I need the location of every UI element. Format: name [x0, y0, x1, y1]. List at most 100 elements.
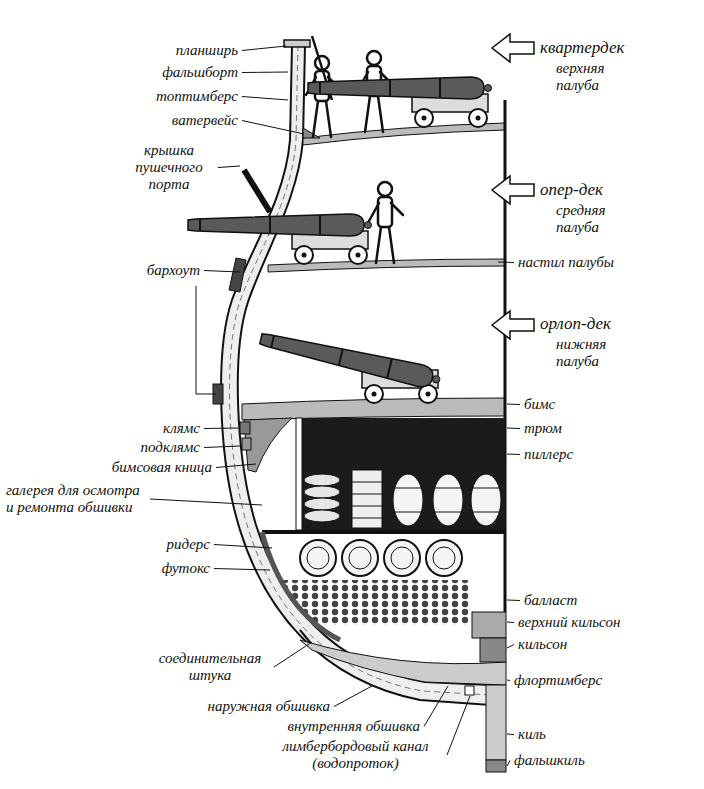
leader-line	[507, 454, 520, 456]
drawing-part	[307, 547, 329, 569]
drawing-part	[504, 100, 507, 612]
leader-line	[507, 404, 520, 406]
leader-line	[507, 680, 510, 682]
leader-line	[204, 271, 240, 273]
leader-line	[214, 545, 272, 549]
leader-line	[242, 46, 286, 51]
part-label: фальшборт	[162, 64, 238, 81]
drawing-part	[433, 474, 463, 526]
drawing-part	[262, 530, 505, 534]
part-label: топтимберс	[156, 88, 238, 105]
part-label: внутренняя обшивка	[287, 718, 420, 735]
leader-line	[507, 734, 514, 736]
part-label: ридерс	[166, 536, 210, 553]
leader-line	[498, 262, 514, 264]
part-label: подклямс	[141, 439, 200, 456]
part-label: планширь	[176, 42, 238, 59]
bracket-line	[196, 286, 216, 394]
part-label: лимбербордовый канал (водопроток)	[268, 738, 443, 772]
drawing-part	[304, 510, 340, 522]
drawing-part	[258, 328, 442, 391]
leader-line	[507, 761, 510, 767]
leader-line	[507, 645, 514, 649]
part-label: ватервейс	[172, 112, 238, 129]
drawing-part	[221, 45, 490, 705]
drawing-part	[472, 612, 506, 638]
leader-line	[204, 428, 238, 430]
part-label: галерея для осмотра и ремонта обшивки	[6, 482, 146, 516]
leader-line	[507, 428, 520, 430]
part-label: крышка пушечного порта	[124, 142, 214, 193]
drawing-part	[465, 686, 474, 695]
drawing-part	[240, 422, 250, 434]
drawing-part	[433, 547, 455, 569]
leader-line	[218, 166, 240, 168]
drawing-part	[492, 311, 534, 339]
hold	[262, 418, 506, 772]
drawing-part	[352, 482, 382, 518]
drawing-part	[304, 486, 340, 498]
leader-line	[242, 72, 288, 74]
drawing-part	[296, 418, 302, 530]
leader-line	[242, 121, 304, 135]
part-label: бимс	[524, 396, 555, 413]
part-label: клямс	[163, 420, 200, 437]
drawing-part	[300, 540, 336, 576]
deck-level: нижняя палуба	[556, 336, 634, 370]
leader-line	[150, 499, 262, 505]
deck-level: верхняя палуба	[556, 60, 634, 94]
drawing-part	[304, 498, 340, 510]
leader-line	[447, 696, 470, 755]
part-label: флортимберс	[514, 672, 602, 689]
part-label: верхний кильсон	[518, 614, 620, 631]
deck-name: опер-дек	[540, 180, 603, 200]
drawing-part	[300, 640, 506, 685]
drawing-part	[492, 34, 534, 62]
part-label: балласт	[524, 592, 577, 609]
drawing-part	[349, 547, 371, 569]
drawing-part	[394, 488, 500, 512]
leader-line	[334, 686, 372, 707]
part-label: наружная обшивка	[208, 698, 330, 715]
drawing-part	[352, 470, 382, 528]
drawing-part	[393, 474, 423, 526]
drawing-part	[391, 547, 413, 569]
drawing-part	[229, 258, 246, 292]
drawing-part	[188, 214, 372, 236]
drawing-part	[242, 438, 251, 450]
part-label: пиллерс	[524, 446, 573, 463]
part-label: кильсон	[518, 636, 567, 653]
part-label: бимсовая кница	[112, 459, 212, 476]
drawing-part	[384, 540, 420, 576]
leader-line	[424, 686, 448, 727]
deck-level: средняя палуба	[556, 202, 634, 236]
drawing-part	[480, 638, 506, 662]
leader-line	[216, 464, 256, 468]
drawing-part	[304, 474, 340, 486]
part-label: киль	[518, 726, 546, 743]
drawing-part	[471, 474, 501, 526]
deck-arrows	[492, 34, 534, 339]
leader-line	[274, 642, 312, 667]
part-label: бархоут	[147, 262, 200, 279]
deck-name: орлоп-дек	[540, 314, 611, 334]
drawing-part	[486, 760, 506, 772]
drawing-part	[244, 170, 270, 212]
drawing-part	[492, 176, 534, 204]
leader-line	[214, 569, 270, 571]
leader-line	[507, 622, 514, 624]
drawing-part	[369, 182, 403, 263]
drawing-part	[262, 532, 340, 640]
drawing-part	[298, 418, 505, 530]
drawing-part	[230, 45, 490, 695]
part-label: трюм	[524, 420, 562, 437]
leader-line	[507, 600, 520, 602]
drawing-part	[426, 540, 462, 576]
leader-line	[242, 97, 288, 101]
drawing-part	[342, 540, 378, 576]
part-label: соединительная штука	[150, 650, 270, 684]
part-label: фальшкиль	[514, 752, 585, 769]
